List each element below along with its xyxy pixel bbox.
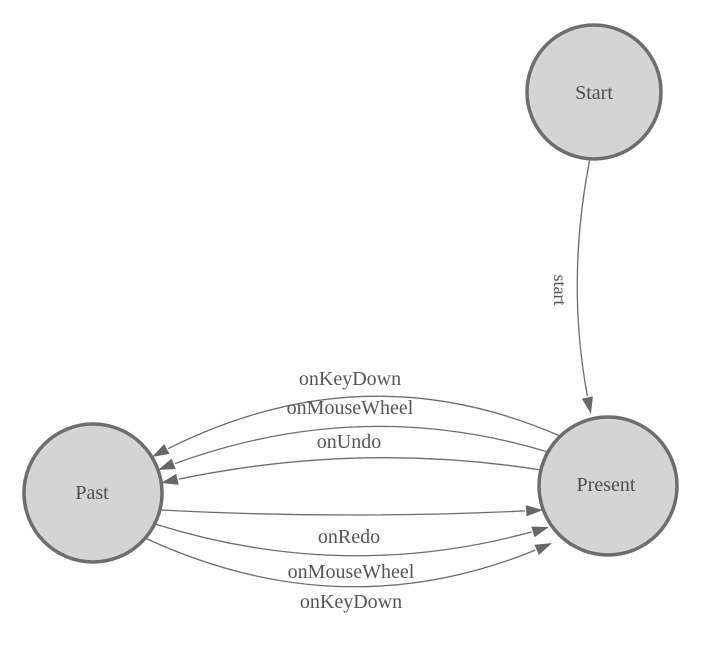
node-start-circle[interactable] bbox=[525, 23, 663, 161]
edge-label-onredo: onRedo bbox=[318, 526, 380, 548]
node-present[interactable]: Present bbox=[537, 415, 679, 557]
node-start[interactable]: Start bbox=[525, 23, 663, 161]
node-start-label: Start bbox=[575, 82, 613, 104]
edge-start-to-present[interactable] bbox=[576, 157, 595, 418]
edge-past-to-present-onredo[interactable] bbox=[159, 503, 548, 519]
edge-label-onkeydown-bottom: onKeyDown bbox=[300, 591, 402, 613]
edge-label-start: start bbox=[550, 275, 570, 306]
edge-label-onkeydown-top: onKeyDown bbox=[299, 368, 401, 390]
node-past[interactable]: Past bbox=[22, 422, 164, 564]
node-past-circle[interactable] bbox=[22, 422, 164, 564]
edge-label-onundo: onUndo bbox=[317, 431, 381, 453]
edge-label-onmousewheel-top: onMouseWheel bbox=[287, 397, 414, 419]
edge-present-to-past-onundo[interactable] bbox=[157, 457, 542, 487]
node-past-label: Past bbox=[75, 482, 109, 504]
edge-present-to-past-onmousewheel[interactable] bbox=[154, 425, 549, 472]
edge-past-to-present-onkeydown[interactable] bbox=[144, 537, 556, 588]
edge-past-to-present-onmousewheel[interactable] bbox=[154, 523, 553, 557]
edge-present-to-past-onkeydown[interactable] bbox=[148, 395, 561, 459]
edge-label-onmousewheel-bottom: onMouseWheel bbox=[288, 561, 415, 583]
node-present-circle[interactable] bbox=[537, 415, 679, 557]
node-present-label: Present bbox=[577, 474, 636, 496]
